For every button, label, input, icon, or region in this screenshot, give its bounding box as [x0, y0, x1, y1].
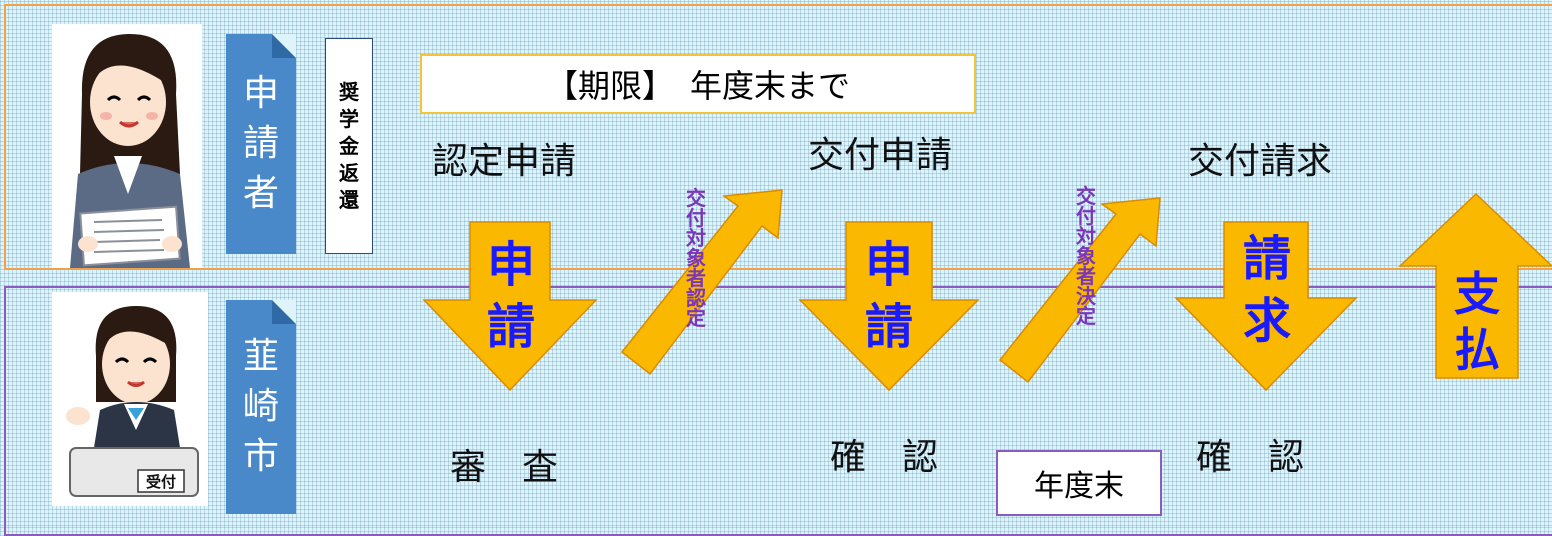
woman-with-document-icon — [70, 34, 190, 268]
vertical-char: 者 — [1076, 264, 1096, 288]
step-confirm-1: 確認 — [830, 437, 975, 478]
down-arrow-application-2 — [798, 221, 980, 392]
city-label-char: 崎 — [242, 386, 279, 427]
down-arrow-3-text: 請 求 — [1242, 228, 1292, 352]
down-arrow-request — [1174, 221, 1358, 392]
city-label: 韮 崎 市 — [226, 300, 296, 514]
vertical-char: 付 — [686, 206, 706, 230]
vertical-char: 定 — [1076, 304, 1096, 328]
vertical-char: 対 — [1076, 224, 1096, 248]
applicant-band — [4, 4, 1552, 270]
applicant-label-char: 申 — [242, 73, 279, 114]
scholarship-return-box: 奨 学 金 返 還 — [325, 38, 373, 254]
eligibility-certification-text: 交 付 対 象 者 認 定 — [684, 188, 708, 328]
arrow-char: 支 — [1454, 267, 1500, 321]
city-staff-illustration: 受付 — [52, 292, 208, 506]
step-certification-application: 認定申請 — [432, 141, 577, 182]
applicant-label-char: 請 — [242, 123, 279, 164]
deadline-text: 【期限】 年度末まで — [545, 67, 850, 105]
city-label-char: 韮 — [242, 336, 279, 377]
applicant-label: 申 請 者 — [226, 34, 296, 254]
vertical-char: 象 — [686, 246, 706, 270]
scholarship-char: 学 — [339, 106, 359, 131]
arrow-char: 請 — [864, 299, 913, 355]
down-arrow-1-text: 申 請 — [486, 234, 536, 358]
vertical-char: 交 — [686, 186, 706, 210]
arrow-char: 申 — [864, 237, 913, 293]
down-arrow-application-1 — [422, 221, 598, 392]
eligibility-decision-text: 交 付 対 象 者 決 定 — [1074, 186, 1098, 326]
payment-arrow-text: 支 払 — [1452, 266, 1502, 378]
vertical-char: 対 — [686, 226, 706, 250]
arrow-char: 請 — [1242, 231, 1291, 287]
scholarship-char: 返 — [339, 160, 359, 185]
step-grant-application: 交付申請 — [808, 135, 953, 176]
arrow-char: 払 — [1454, 323, 1500, 377]
vertical-char: 象 — [1076, 244, 1096, 268]
step-confirm-2: 確認 — [1196, 437, 1341, 478]
vertical-char: 決 — [1076, 284, 1096, 308]
step-grant-request: 交付請求 — [1188, 141, 1333, 182]
city-label-char: 市 — [242, 436, 279, 477]
vertical-char: 付 — [1076, 204, 1096, 228]
up-arrow-payment — [1398, 192, 1552, 379]
arrow-char: 申 — [486, 237, 535, 293]
applicant-illustration — [52, 24, 202, 268]
vertical-char: 者 — [686, 266, 706, 290]
applicant-label-char: 者 — [242, 173, 279, 214]
step-review: 審査 — [450, 447, 595, 488]
diagonal-arrow-eligibility-decision — [998, 197, 1161, 384]
arrow-char: 請 — [486, 299, 535, 355]
vertical-char: 交 — [1076, 184, 1096, 208]
down-arrow-2-text: 申 請 — [864, 234, 914, 358]
reception-sign: 受付 — [146, 473, 176, 491]
diagonal-arrow-eligibility-certification — [620, 189, 783, 376]
reception-staff-icon: 受付 — [66, 306, 199, 497]
year-end-text: 年度末 — [1034, 469, 1124, 504]
deadline-box: 【期限】 年度末まで — [420, 54, 976, 114]
arrow-char: 求 — [1242, 293, 1291, 349]
scholarship-char: 還 — [339, 187, 359, 212]
vertical-char: 認 — [686, 286, 706, 310]
year-end-box: 年度末 — [996, 450, 1162, 516]
scholarship-char: 奨 — [339, 79, 359, 104]
scholarship-char: 金 — [339, 133, 359, 158]
vertical-char: 定 — [686, 306, 706, 330]
